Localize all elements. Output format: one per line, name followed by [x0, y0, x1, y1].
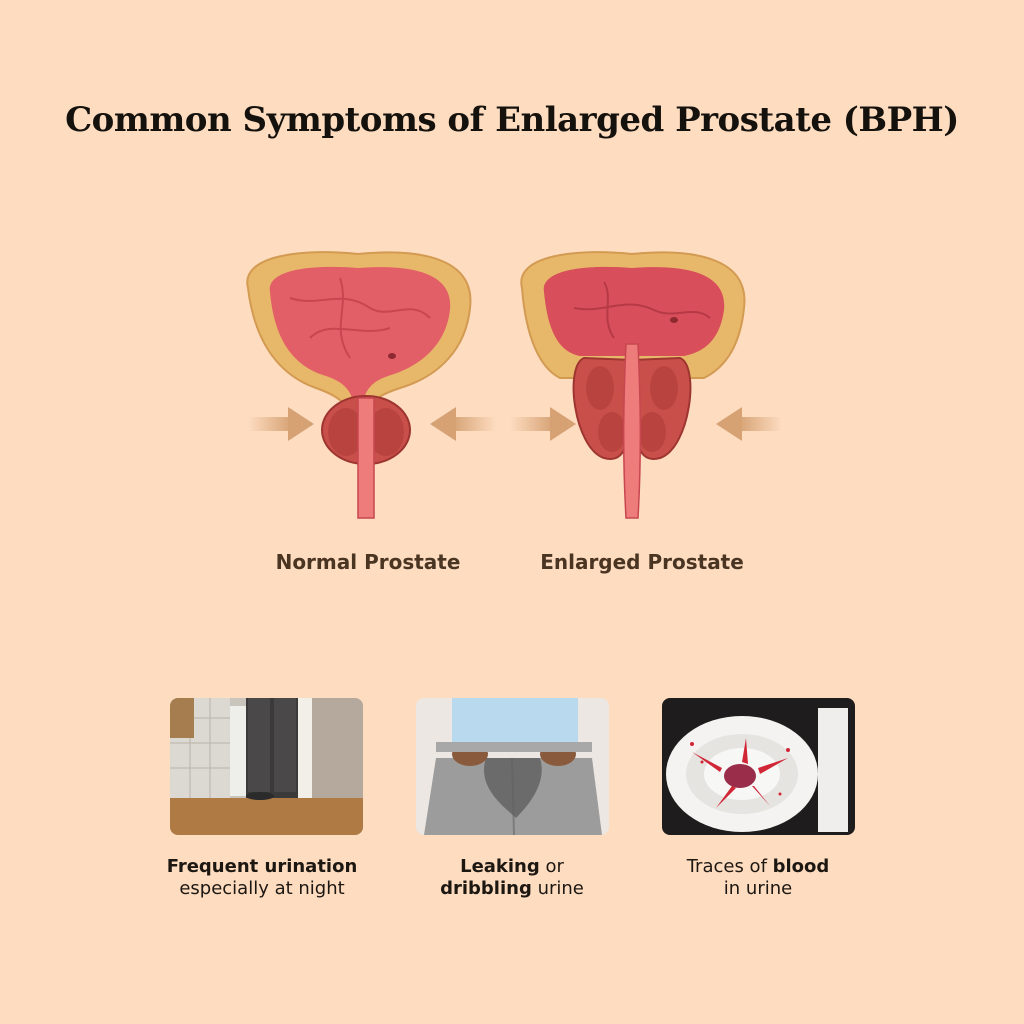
caption-text: or: [539, 856, 564, 877]
symptom-image-leaking: [416, 698, 609, 835]
normal-prostate-diagram: [240, 248, 476, 538]
enlarged-prostate-diagram: [514, 248, 750, 538]
caption-bold: blood: [772, 856, 830, 877]
caption-text: in urine: [723, 878, 793, 899]
symptom-image-blood: [662, 698, 855, 835]
normal-prostate-label: Normal Prostate: [275, 550, 461, 574]
compression-arrow-left-icon: [714, 405, 782, 448]
caption-bold: dribbling: [440, 878, 532, 899]
compression-arrow-left-icon: [428, 405, 496, 448]
enlarged-prostate-label: Enlarged Prostate: [540, 550, 744, 574]
caption-text: Traces of: [686, 856, 773, 877]
caption-bold: Frequent urination: [166, 856, 358, 877]
caption-bold: Leaking: [460, 856, 540, 877]
symptom-image-bathroom: [170, 698, 363, 835]
compression-arrow-right-icon: [248, 405, 316, 448]
caption-text: urine: [531, 878, 584, 899]
symptom-caption-blood: Traces of blood in urine: [638, 856, 878, 900]
symptom-caption-frequent: Frequent urination especially at night: [142, 856, 382, 900]
symptom-caption-leaking: Leaking or dribbling urine: [392, 856, 632, 900]
compression-arrow-right-icon: [510, 405, 578, 448]
caption-text: especially at night: [179, 878, 345, 899]
page-title: Common Symptoms of Enlarged Prostate (BP…: [65, 100, 959, 140]
